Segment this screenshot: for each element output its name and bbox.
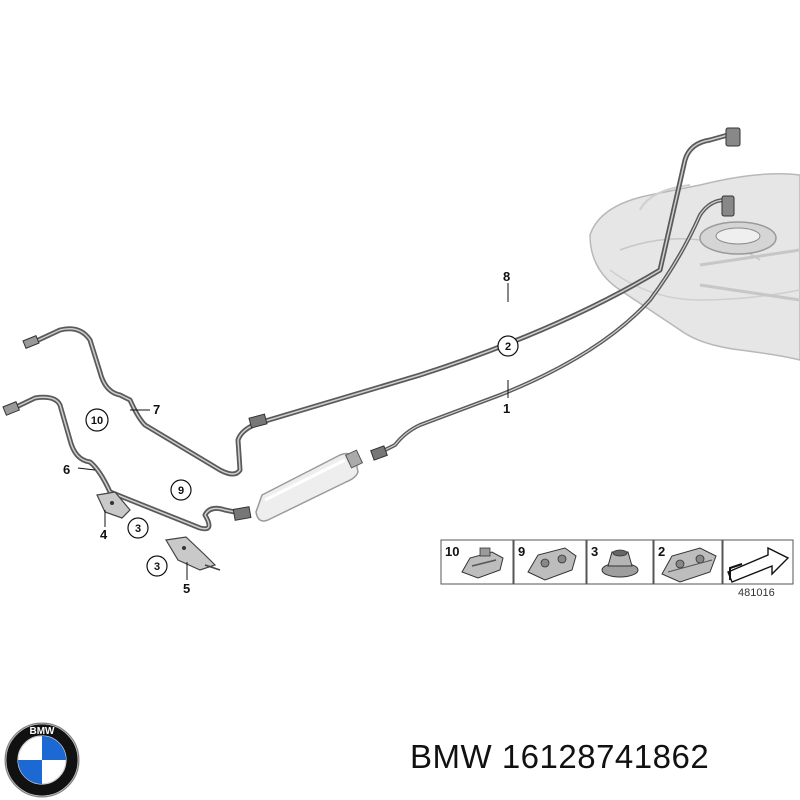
fuel-filter: [255, 449, 364, 522]
logo-lettering: BMW: [30, 726, 56, 737]
fuel-tank: [589, 173, 800, 361]
bracket-5: [165, 536, 221, 571]
bmw-roundel-icon: BMW: [4, 722, 80, 798]
circled-callout-3a: 3: [127, 517, 149, 539]
legend-number-9: 9: [518, 544, 525, 559]
parts-legend: 10 9 3 2: [440, 539, 794, 599]
svg-text:3: 3: [135, 523, 141, 535]
circled-callout-9: 9: [170, 479, 192, 501]
svg-text:10: 10: [91, 415, 103, 427]
circled-callout-10: 10: [85, 408, 109, 432]
legend-number-10: 10: [445, 544, 459, 559]
callout-8: 8: [503, 269, 510, 284]
nut-icon: [601, 549, 639, 578]
circled-callout-2: 2: [497, 335, 519, 357]
leader-lines: [77, 283, 509, 580]
svg-text:9: 9: [178, 485, 184, 497]
circled-callout-3b: 3: [146, 555, 168, 577]
part-number-caption: BMW 16128741862: [410, 738, 710, 775]
callout-5: 5: [183, 581, 190, 596]
callout-4: 4: [100, 527, 108, 542]
legend-number-2: 2: [658, 544, 665, 559]
fuel-pipe-1: [370, 195, 735, 461]
callout-7: 7: [153, 402, 160, 417]
fuel-pipe-8: [22, 127, 741, 477]
clip-9-icon: [527, 547, 577, 581]
forward-arrow-icon: [727, 546, 790, 583]
legend-number-3: 3: [591, 544, 598, 559]
clip-2-icon: [661, 547, 717, 583]
fuel-pipe-6: [2, 394, 252, 532]
svg-text:3: 3: [154, 561, 160, 573]
diagram-code: 481016: [738, 587, 775, 599]
clip-10-icon: [461, 547, 504, 579]
svg-text:2: 2: [505, 341, 511, 353]
callout-6: 6: [63, 462, 70, 477]
callout-1: 1: [503, 401, 510, 416]
